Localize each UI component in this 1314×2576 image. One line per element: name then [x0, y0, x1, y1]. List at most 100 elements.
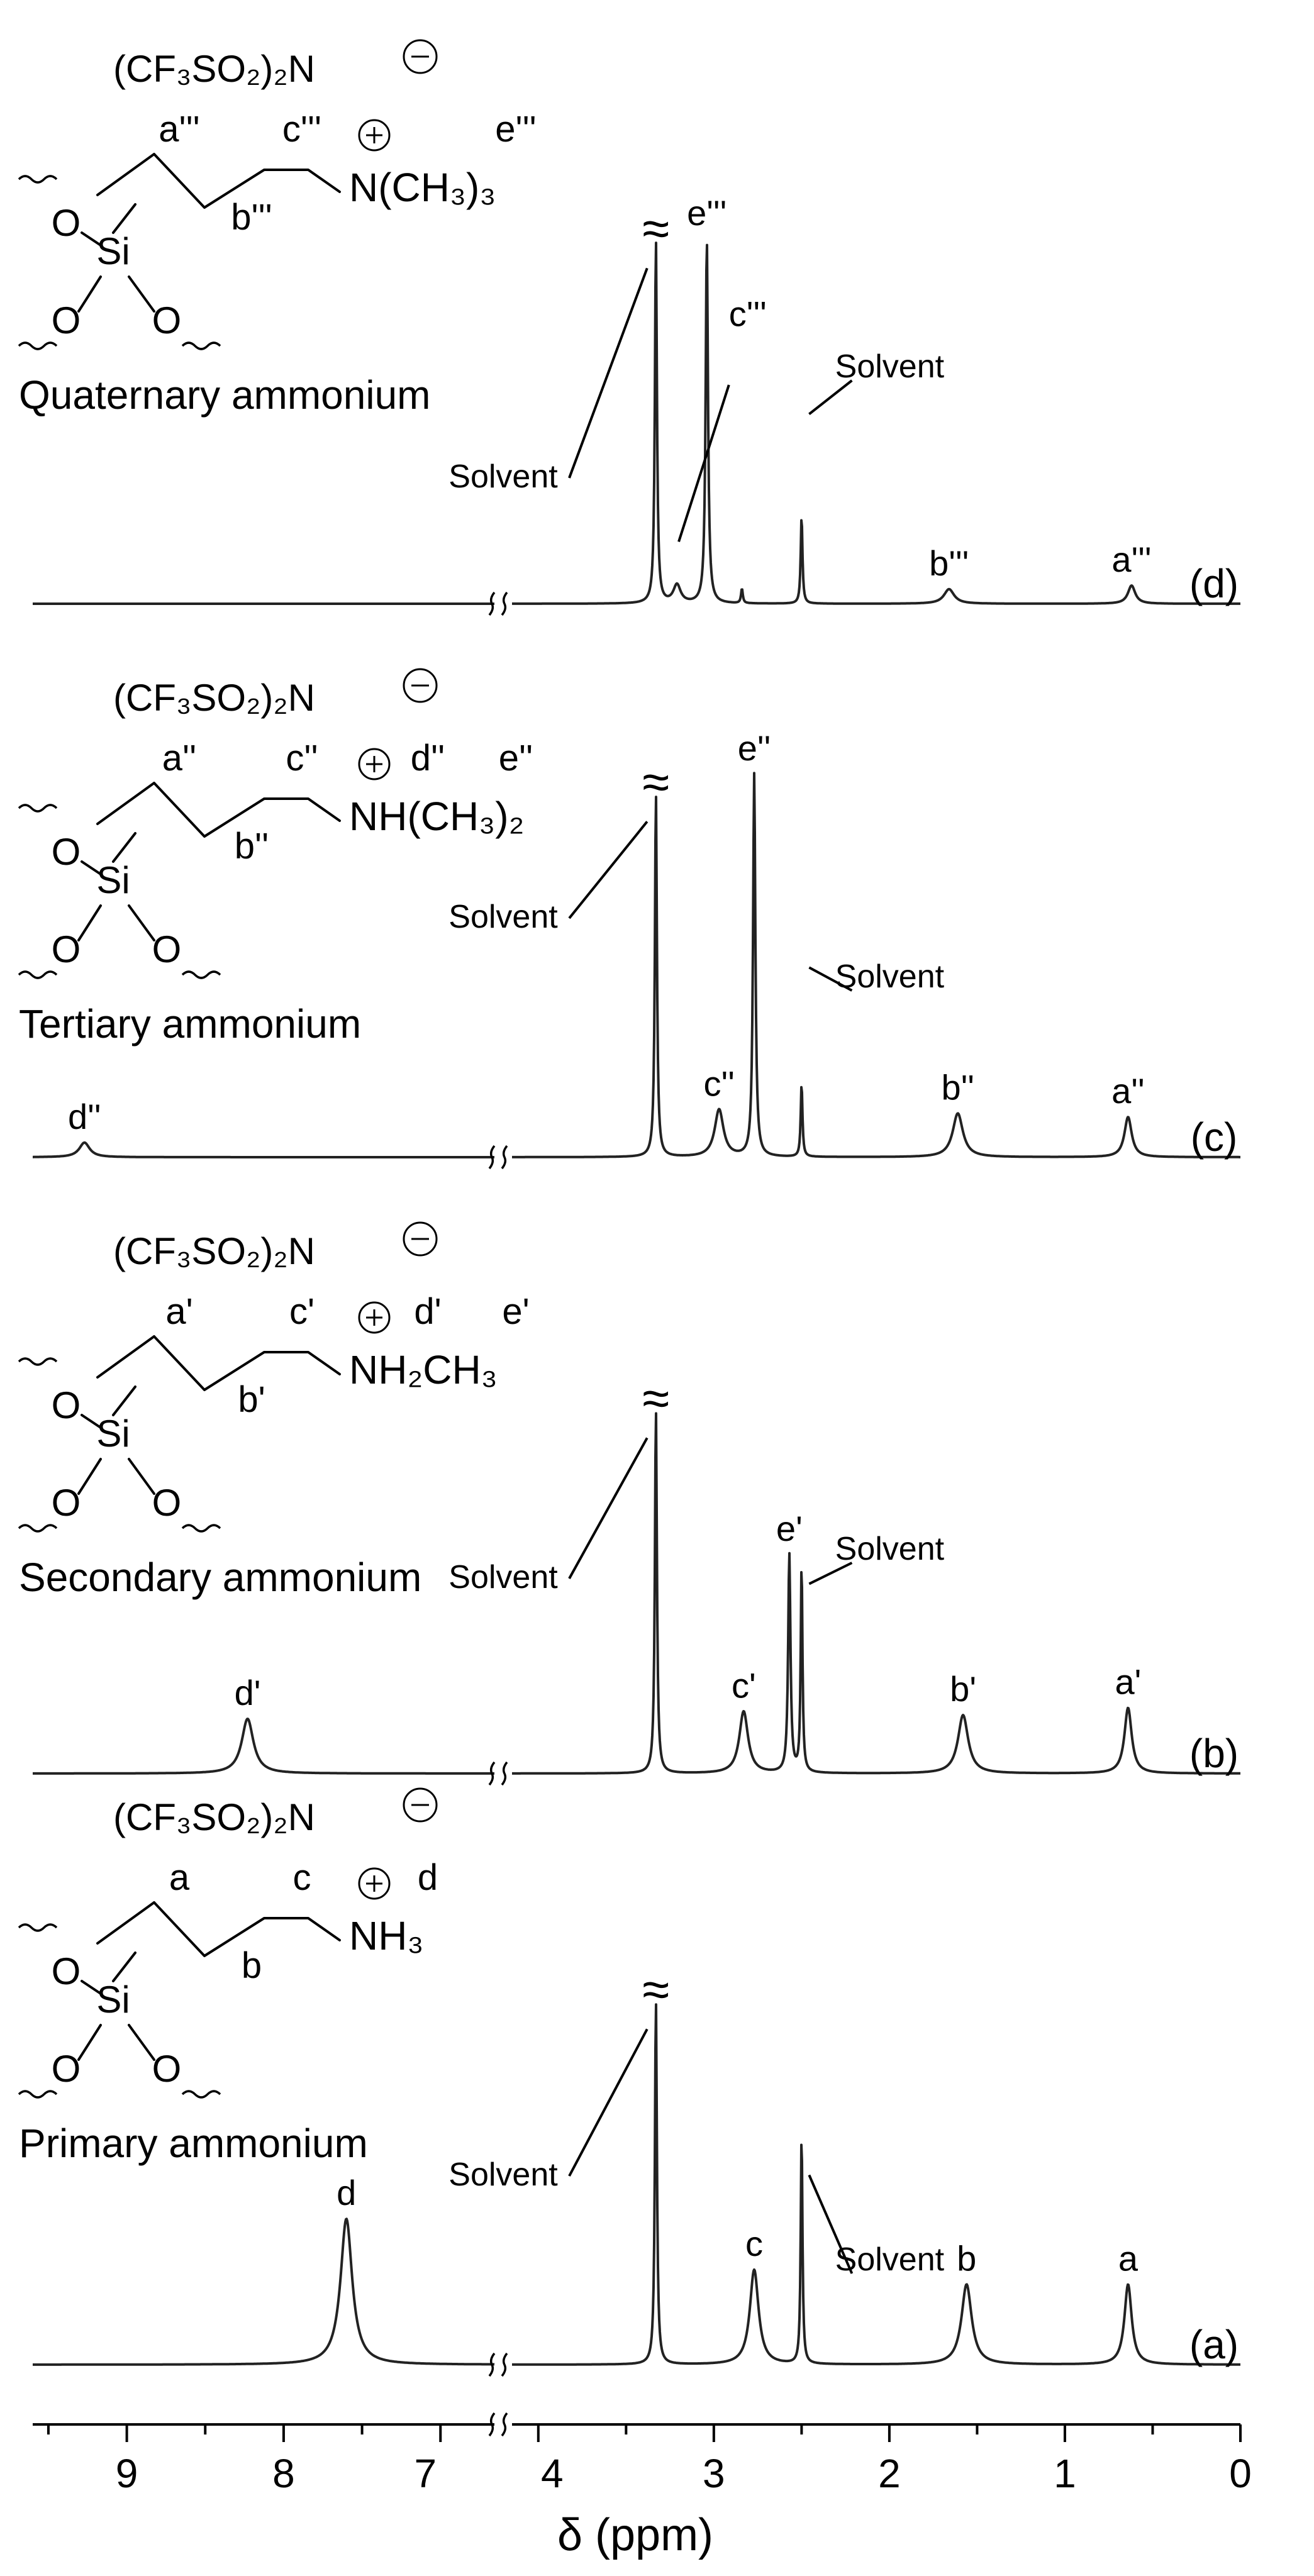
propyl-chain [96, 782, 341, 838]
solvent-label: Solvent [448, 1559, 558, 1596]
peak-label: b'' [941, 1067, 974, 1107]
si-o-bond [81, 1414, 102, 1429]
solvent-arrow [568, 1437, 649, 1579]
anion-formula: (CF₃SO₂)₂N [113, 48, 315, 90]
minus-charge-icon [403, 1787, 438, 1823]
oxygen-atom: O [152, 2048, 182, 2090]
atom-label: a'' [162, 738, 196, 779]
oxygen-atom: O [52, 2048, 81, 2090]
propyl-chain [96, 1335, 341, 1391]
solvent-arrow [568, 2028, 649, 2177]
peak-label: c [745, 2224, 763, 2263]
peak-label: e'' [738, 728, 771, 768]
peak-label: c'' [704, 1064, 735, 1104]
peak-label: a [1118, 2238, 1139, 2278]
si-bond [112, 832, 136, 863]
x-tick-label: 3 [703, 2451, 725, 2496]
atom-label: a' [165, 1291, 192, 1332]
si-o-bond [128, 2024, 155, 2061]
plus-charge-icon [358, 1301, 391, 1334]
peak-label: a' [1115, 1662, 1141, 1702]
peak-label: a'' [1111, 1071, 1145, 1111]
peak-label: c' [732, 1665, 756, 1705]
solvent-label: Solvent [448, 2157, 558, 2193]
peak-label: b''' [929, 543, 969, 583]
attachment-wave-icon [18, 1357, 221, 1533]
peak-label: a''' [1111, 540, 1151, 579]
atom-label: e'' [499, 738, 533, 779]
atom-label: b'' [235, 826, 269, 867]
peak-arrow [677, 384, 730, 543]
x-tick-label: 4 [541, 2451, 564, 2496]
axis-break-mark [488, 591, 508, 616]
peak-label: c''' [729, 294, 767, 333]
attachment-wave-icon [18, 175, 221, 350]
x-tick-label: 9 [116, 2451, 138, 2496]
x-tick-label: 0 [1229, 2451, 1252, 2496]
spectra-layer [32, 242, 1241, 2377]
plus-charge-icon [358, 748, 391, 780]
spectrum-line-d-right [511, 242, 1241, 605]
peak-label: d [337, 2173, 356, 2212]
si-bond [112, 1385, 136, 1416]
atom-label: a [169, 1857, 190, 1898]
structure-title: Tertiary ammonium [19, 1001, 361, 1046]
silicon-atom: Si [96, 1413, 130, 1455]
solvent-arrow [808, 379, 853, 415]
anion-formula: (CF₃SO₂)₂N [113, 1230, 315, 1272]
atom-label: c'' [286, 738, 318, 779]
axis-break-mark [488, 1761, 508, 1786]
spectrum-line-a-left [32, 2218, 495, 2366]
peak-label: ≈ [642, 201, 669, 256]
oxygen-atom: O [52, 1384, 81, 1426]
atom-label: a''' [159, 109, 199, 150]
si-o-bond [128, 275, 155, 313]
oxygen-atom: O [52, 928, 81, 970]
atom-label: e''' [495, 109, 536, 150]
solvent-label: Solvent [448, 899, 558, 935]
si-o-bond [81, 1980, 102, 1995]
amine-group: NH₂CH₃ [349, 1347, 498, 1392]
minus-charge-icon [403, 668, 438, 703]
spectrum-label-c: (c) [1191, 1114, 1238, 1160]
plus-charge-icon [358, 119, 391, 152]
anion-formula: (CF₃SO₂)₂N [113, 677, 315, 719]
axis-break-mark [488, 2412, 508, 2437]
atom-label: d [418, 1857, 438, 1898]
atom-label: b''' [231, 197, 272, 238]
peak-label: ≈ [642, 1962, 669, 2017]
solvent-arrow [808, 1562, 853, 1585]
atom-label: d'' [411, 738, 445, 779]
oxygen-atom: O [152, 1482, 182, 1524]
spectrum-line-b-left [32, 1718, 495, 1775]
atom-label: c''' [282, 109, 321, 150]
peak-label: d'' [68, 1097, 101, 1136]
si-o-bond [128, 904, 155, 941]
atom-label: d' [414, 1291, 441, 1332]
si-o-bond [128, 1458, 155, 1495]
peak-label: b' [950, 1669, 976, 1709]
spectrum-line-c-left [32, 1141, 495, 1158]
atom-label: e' [502, 1291, 529, 1332]
solvent-arrow [808, 966, 853, 992]
spectrum-line-c-right [511, 772, 1241, 1158]
atom-label: b' [238, 1379, 265, 1420]
silicon-atom: Si [96, 1979, 130, 2021]
spectrum-line-a-right [511, 2003, 1241, 2366]
solvent-label: Solvent [835, 1531, 945, 1567]
propyl-chain [96, 153, 341, 209]
atom-label: c [293, 1857, 311, 1898]
solvent-arrow [568, 821, 649, 919]
solvent-arrow [568, 267, 649, 479]
si-o-bond [81, 231, 102, 247]
amine-group: N(CH₃)₃ [349, 165, 496, 210]
x-tick-label: 2 [878, 2451, 901, 2496]
structure-title: Secondary ammonium [19, 1555, 421, 1600]
